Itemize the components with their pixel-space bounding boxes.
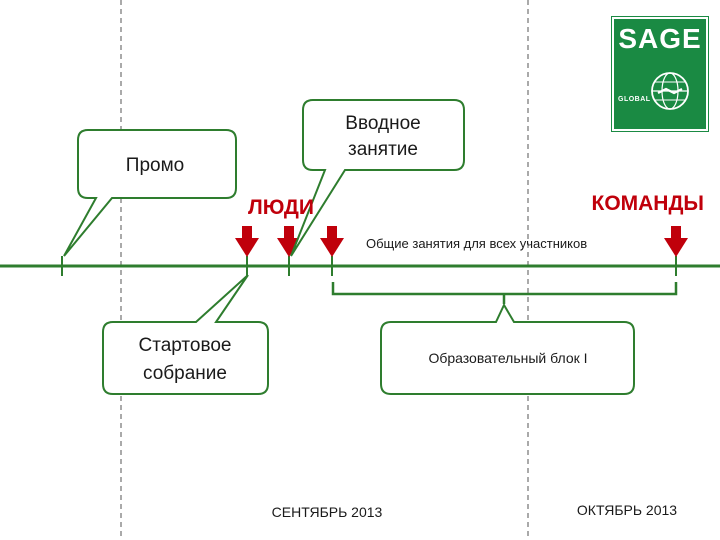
- down-arrow-icon: [277, 226, 301, 257]
- callout-promo: [63, 129, 237, 257]
- logo-subtitle: GLOBAL: [618, 96, 651, 103]
- callout-edu-block: [380, 302, 635, 395]
- down-arrow-icon: [320, 226, 344, 257]
- edu-block-label: Образовательный блок I: [428, 350, 588, 366]
- callout-intro: [290, 99, 465, 257]
- month-september-label: СЕНТЯБРЬ 2013: [271, 504, 383, 520]
- common-sessions-label: Общие занятия для всех участников: [366, 236, 588, 251]
- down-arrow-icon: [235, 226, 259, 257]
- globe-handshake-icon: [651, 72, 689, 110]
- intro-label-line2: занятие: [348, 139, 418, 160]
- intro-label-line1: Вводное: [345, 113, 421, 134]
- start-label-line2: собрание: [143, 363, 227, 384]
- sessions-bracket: [331, 282, 678, 304]
- down-arrow-icon: [664, 226, 688, 257]
- start-label-line1: Стартовое: [138, 335, 232, 356]
- sage-global-logo: SAGE GLOBAL: [612, 17, 708, 131]
- month-october-label: ОКТЯБРЬ 2013: [576, 502, 678, 518]
- callout-start: [102, 274, 269, 395]
- promo-label: Промо: [125, 155, 185, 176]
- people-label: ЛЮДИ: [248, 196, 314, 219]
- logo-title: SAGE: [618, 23, 702, 54]
- teams-label: КОМАНДЫ: [591, 192, 705, 215]
